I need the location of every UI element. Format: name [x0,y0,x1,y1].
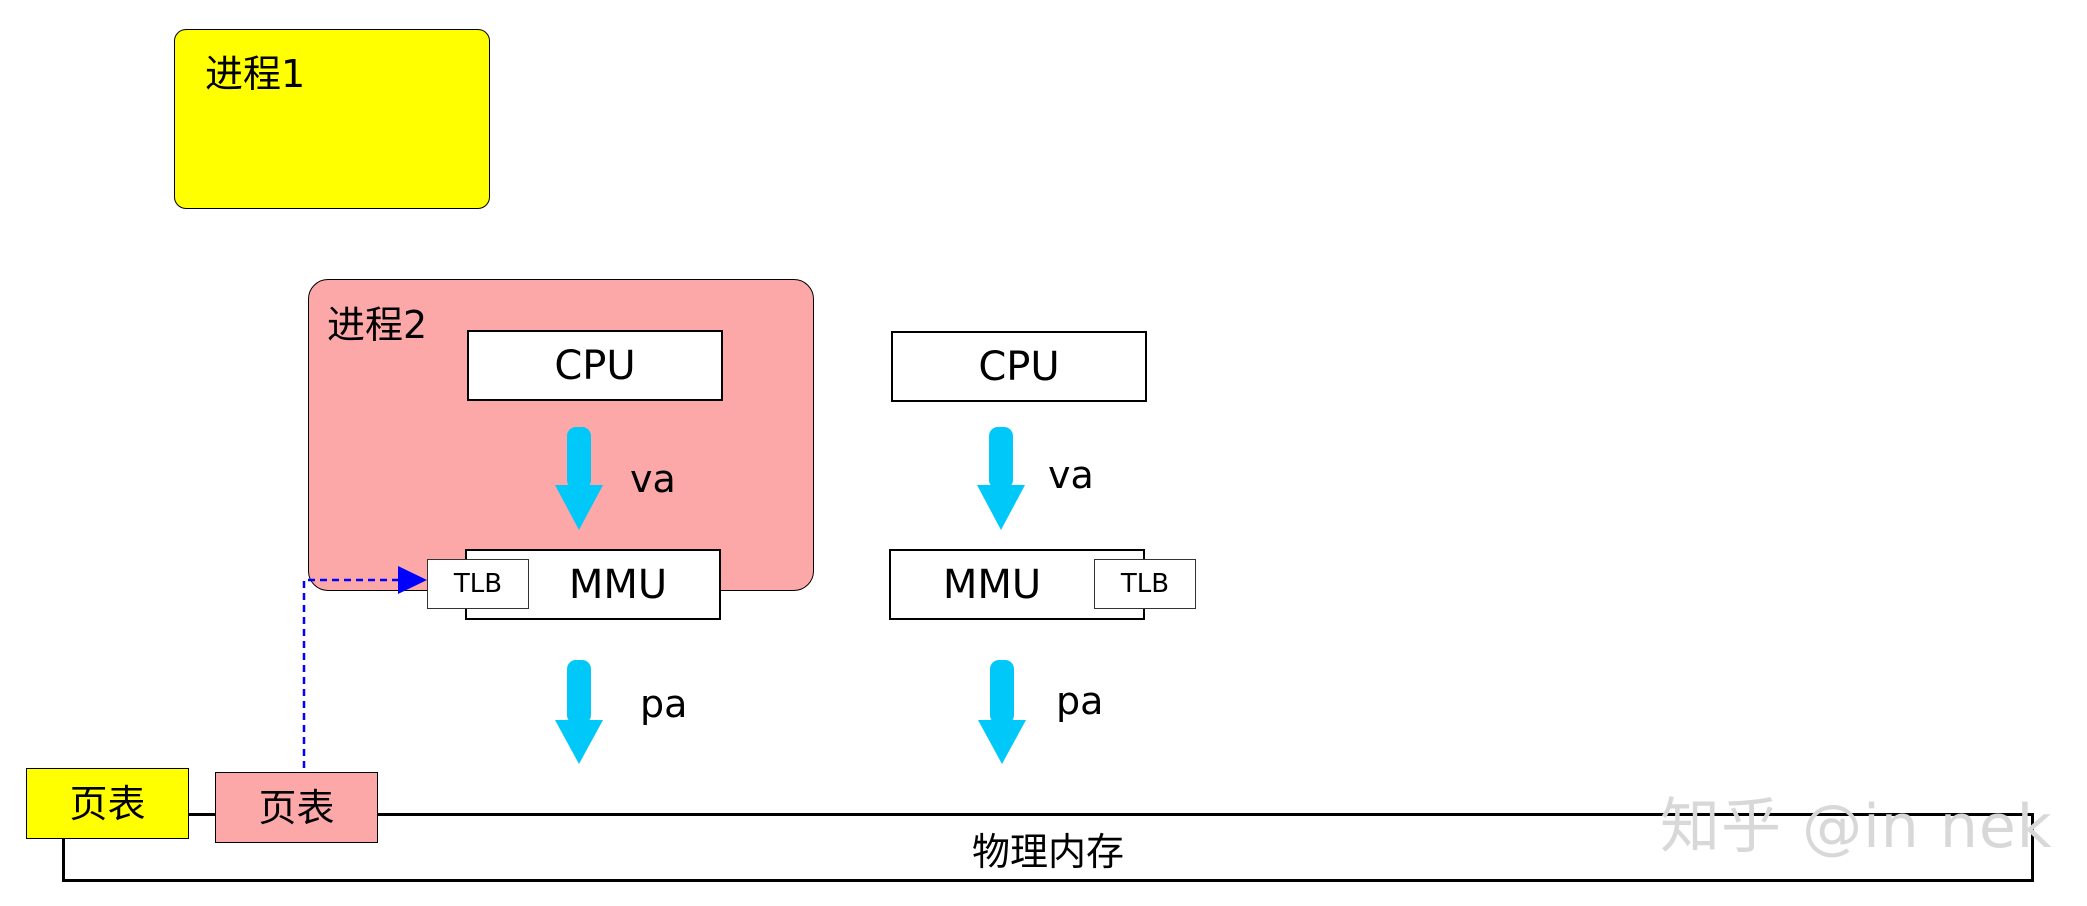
mmu-label-left: MMU [568,561,668,608]
watermark: 知乎 @in nek [1660,792,2053,862]
cpu-box-left: CPU [467,330,723,401]
process-2-label: 进程2 [327,303,428,347]
tlb-box-left: TLB [427,559,529,609]
page-table-process-2: 页表 [215,772,378,843]
tlb-box-right: TLB [1094,559,1196,609]
physical-memory-box: 物理内存 [62,813,2034,882]
process-1-label: 进程1 [205,52,306,96]
page-table-label-2: 页表 [258,785,335,830]
page-table-label-1: 页表 [69,781,146,826]
va-arrow-right [977,427,1025,530]
mmu-label-right: MMU [942,561,1042,608]
pa-arrow-left [555,660,603,764]
pa-arrow-right [978,660,1026,764]
cpu-label-left: CPU [554,342,636,389]
page-table-to-tlb-arrow [302,566,427,768]
va-label-right: va [1048,453,1094,497]
va-label-left: va [630,457,676,501]
tlb-label-right: TLB [1120,569,1170,599]
pa-label-right: pa [1056,679,1104,723]
process-1-box: 进程1 [174,29,490,209]
page-table-process-1: 页表 [26,768,189,839]
tlb-label-left: TLB [453,569,503,599]
pa-label-left: pa [640,682,688,726]
va-arrow-left [555,427,603,530]
cpu-box-right: CPU [891,331,1147,402]
cpu-label-right: CPU [978,343,1060,390]
physical-memory-label: 物理内存 [971,829,1124,874]
